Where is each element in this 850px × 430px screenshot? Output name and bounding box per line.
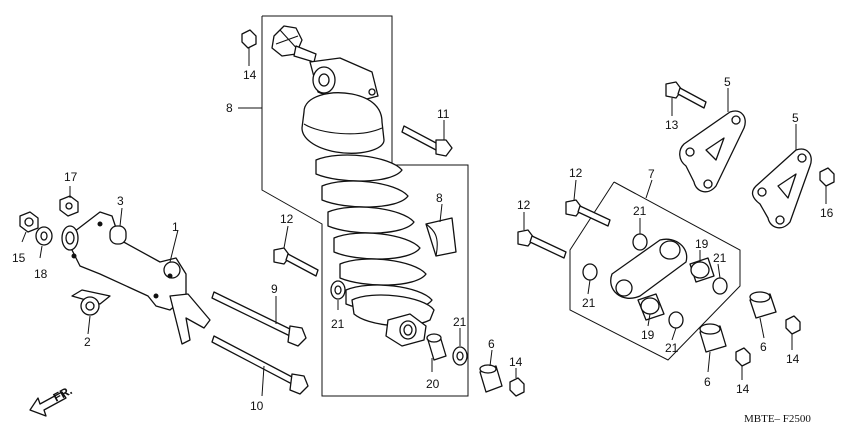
part-14-nut-a[interactable] — [509, 377, 525, 397]
callout-19-a: 19 — [695, 237, 709, 251]
part-9-bolt[interactable] — [211, 291, 307, 347]
callout-14-a: 14 — [509, 355, 523, 369]
callout-21-d: 21 — [582, 296, 596, 310]
part-2-collar[interactable] — [80, 296, 100, 316]
part-19-collar-a[interactable] — [690, 261, 710, 279]
leader-lines — [21, 48, 827, 397]
part-12-bolt-upper[interactable] — [565, 199, 611, 227]
callout-5-a: 5 — [724, 75, 731, 89]
callout-14-b: 14 — [786, 352, 800, 366]
callout-7: 7 — [648, 167, 655, 181]
part-15-nut[interactable] — [19, 211, 39, 233]
callout-18: 18 — [34, 267, 48, 281]
callout-10: 10 — [250, 399, 264, 413]
part-7-shock-link[interactable] — [610, 238, 715, 321]
part-21-bearing-b[interactable] — [452, 346, 468, 366]
part-21-bearing-a[interactable] — [330, 280, 346, 300]
part-16-nut[interactable] — [819, 167, 835, 187]
callout-13: 13 — [665, 118, 679, 132]
callout-15: 15 — [12, 251, 26, 265]
callout-9: 9 — [271, 282, 278, 296]
callout-labels: 14 8 1 2 3 15 18 17 12 9 10 11 8 21 21 2… — [12, 68, 834, 413]
callout-21-b: 21 — [453, 315, 467, 329]
part-21-bearing-e[interactable] — [712, 277, 728, 295]
callout-12-upper: 12 — [569, 166, 583, 180]
callout-4: 8 — [226, 101, 233, 115]
callout-14-top: 14 — [243, 68, 257, 82]
part-5-plate-a[interactable] — [679, 110, 746, 193]
callout-21-e: 21 — [713, 251, 727, 265]
part-8-label[interactable] — [425, 217, 457, 257]
callout-5-b: 5 — [792, 111, 799, 125]
part-10-bolt[interactable] — [211, 335, 309, 395]
part-13-bolt[interactable] — [665, 81, 707, 109]
callout-17: 17 — [64, 170, 78, 184]
diagram-code: MBTE– F2500 — [744, 413, 811, 425]
part-5-plate-b[interactable] — [751, 148, 812, 229]
callout-11: 11 — [437, 107, 450, 121]
part-14-nut-b[interactable] — [785, 315, 801, 335]
callout-19-b: 19 — [641, 328, 655, 342]
link-group-frame — [569, 181, 741, 361]
part-3-collar[interactable] — [109, 225, 127, 245]
part-18-washer[interactable] — [35, 226, 53, 246]
part-1-arm[interactable] — [61, 211, 211, 345]
part-6-collar-a[interactable] — [479, 364, 503, 393]
callout-6-b: 6 — [760, 340, 767, 354]
part-6-collar-c[interactable] — [699, 323, 727, 353]
callout-6-c: 6 — [704, 375, 711, 389]
callout-20: 20 — [426, 377, 440, 391]
part-19-collar-b[interactable] — [640, 297, 660, 315]
callout-21-f: 21 — [665, 341, 679, 355]
callout-12-mid: 12 — [517, 198, 531, 212]
callout-3: 3 — [117, 194, 124, 208]
part-14-nut-c[interactable] — [735, 347, 751, 367]
callout-21-c: 21 — [633, 204, 647, 218]
shock-group-frame — [261, 15, 469, 397]
part-20-collar[interactable] — [426, 333, 447, 361]
part-12-bolt-left[interactable] — [273, 247, 319, 277]
callout-12-left: 12 — [280, 212, 294, 226]
part-4-shock-absorber[interactable] — [271, 25, 435, 347]
callout-21-a: 21 — [331, 317, 345, 331]
callout-1: 1 — [172, 220, 179, 234]
callout-6-a: 6 — [488, 337, 495, 351]
callout-2: 2 — [84, 335, 91, 349]
callout-14-c: 14 — [736, 382, 750, 396]
callout-8: 8 — [436, 191, 443, 205]
callout-16: 16 — [820, 206, 834, 220]
part-12-bolt-mid[interactable] — [517, 229, 567, 259]
part-21-bearing-d[interactable] — [582, 263, 598, 281]
part-21-bearing-f[interactable] — [668, 311, 684, 329]
front-direction-marker: FR. — [29, 383, 74, 417]
part-14-nut-top[interactable] — [241, 29, 257, 49]
part-6-collar-b[interactable] — [749, 291, 777, 319]
part-21-bearing-c[interactable] — [632, 233, 648, 251]
part-17-nut[interactable] — [59, 195, 79, 217]
